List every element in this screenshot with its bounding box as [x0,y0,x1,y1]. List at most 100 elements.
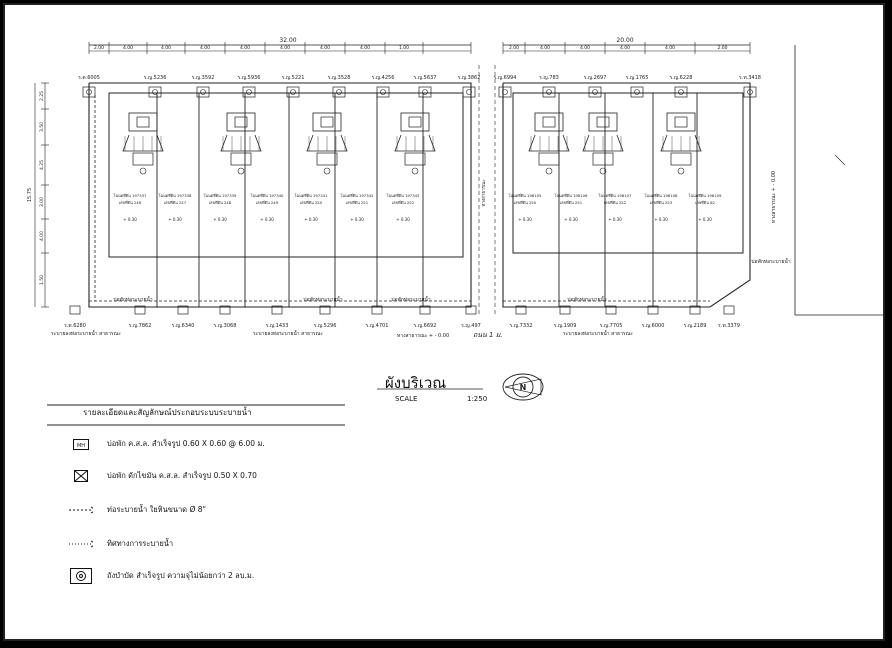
unit-level: + 0.30 [698,217,712,222]
level-text: ร.ต.6280 [64,323,86,329]
unit-lot-label: เลขที่ดิน 249 [256,200,279,205]
dimension-text: 4.00 [620,45,630,51]
level-text: ร.ญ.6692 [414,323,437,329]
north-arrow-icon: N [502,373,544,401]
manhole-label: บ่อพักท่อระบายน้ำ [391,294,430,303]
dimension-text: 2.00 [94,45,104,51]
floor-drain [599,167,607,175]
manhole-cover [592,89,598,95]
manhole-icon [69,305,81,315]
manhole-icon [376,86,390,98]
fixture-cluster [394,112,436,175]
manhole-icon [674,86,688,98]
level-text: ร.ญ.2189 [684,323,707,329]
north-arrow-inner [512,376,534,398]
manhole-label: บ่อพักท่อระบายน้ำ [751,256,790,265]
level-text: ร.ญ.5936 [238,75,261,81]
level-text: ร.ญ.5637 [414,75,437,81]
level-text: ร.ญ.6000 [642,323,665,329]
dimension-text: 1.50 [39,275,45,285]
property-boundary [88,82,472,308]
unit-deed-label: โฉนดที่ดิน 197340 [251,193,285,198]
unit-deed-label: โฉนดที่ดิน 197337 [114,193,148,198]
unit-lot-label: เลขที่ดิน 250 [514,200,537,205]
unit-lot-label: เลขที่ดิน 248 [209,200,232,205]
legend-text: บ่อพัก ดักไขมัน ค.ส.ล. สำเร็จรูป 0.50 X … [107,471,257,480]
unit-lot-label: เลขที่ดิน 62 [695,200,715,205]
dimension-text: 4.00 [665,45,675,51]
fixture-box [316,152,338,166]
dimension-text: 20.00 [616,37,633,44]
manhole-icon [418,86,432,98]
toilet-bowl [542,116,556,128]
fixture-cluster [582,112,624,175]
level-text: ร.ญ.5221 [282,75,305,81]
dimension-text: 3.00 [39,197,45,207]
manhole-label: บ่อพักท่อระบายน้ำ [113,294,152,303]
dimension-text: 4.00 [580,45,590,51]
unit-lot-label: เลขที่ดิน 246 [119,200,142,205]
dimension-text: 1.00 [399,45,409,51]
toilet-bowl [408,116,422,128]
manhole-cover [422,89,428,95]
manhole-cover [634,89,640,95]
toilet-room [666,112,696,132]
manhole-label: บ่อพักท่อระบายน้ำ [303,294,342,303]
unit-lot-label: เลขที่ดิน 250 [300,200,323,205]
manhole-icon [219,305,231,315]
scale-value: 1:250 [467,395,488,403]
manhole-icon [542,86,556,98]
unit-level: + 0.30 [654,217,668,222]
dimension-text: 4.00 [240,45,250,51]
unit-level: + 0.30 [260,217,274,222]
toilet-bowl [234,116,248,128]
legend-item: ถังบำบัด สำเร็จรูป ความจุไม่น้อยกว่า 2 ล… [69,568,254,584]
manhole-icon [286,86,300,98]
level-text: ร.ญ.6340 [172,323,195,329]
level-text: ร.ญ.1909 [554,323,577,329]
unit-lot-label: เลขที่ดิน 252 [604,200,627,205]
fixture-box [404,152,426,166]
unit-deed-label: โฉนดที่ดิน 198109 [689,193,723,198]
fixture-box [592,152,614,166]
toilet-bowl [136,116,150,128]
flow-direction-icon [69,537,93,551]
manhole-icon [630,86,644,98]
manhole-cover [200,89,206,95]
north-arrow-outer [502,373,544,401]
unit-lot-label: เลขที่ดิน 253 [650,200,673,205]
manhole-icon [177,305,189,315]
legend-item: บ่อพัก ดักไขมัน ค.ส.ล. สำเร็จรูป 0.50 X … [69,469,257,483]
dimension-text: 4.00 [540,45,550,51]
dimension-text: 32.00 [279,37,296,44]
level-text: ร.ญ.7705 [600,323,623,329]
toilet-bowl [596,116,610,128]
manhole-icon [743,86,757,98]
legend-item: ทิศทางการระบายน้ำ [69,537,173,551]
building-outline [512,92,744,254]
grease-trap-icon [69,469,93,483]
manhole-label: บ่อพักท่อระบายน้ำ [567,294,606,303]
drain-pipe-icon [69,503,93,517]
manhole-icon [689,305,701,315]
unit-lot-label: เลขที่ดิน 251 [346,200,369,205]
manhole-icon [148,86,162,98]
manhole-icon [419,305,431,315]
manhole-cover [747,89,753,95]
unit-level: + 0.30 [304,217,318,222]
manhole-icon [647,305,659,315]
dimension-text: 2.00 [717,45,727,51]
legend-item: ท่อระบายน้ำ ใยหินขนาด Ø 8" [69,503,206,517]
floor-drain [139,167,147,175]
manhole-icon [559,305,571,315]
level-text: ร.ท.3418 [739,75,761,81]
manhole-icon [271,305,283,315]
level-text: ร.ญ.7332 [510,323,533,329]
handwritten-note: ถนน 1 ม. [473,331,503,339]
legend-item: MH บ่อพัก ค.ส.ล. สำเร็จรูป 0.60 X 0.60 @… [69,437,265,451]
toilet-room [534,112,564,132]
manhole-icon [371,305,383,315]
manhole-cover [678,89,684,95]
unit-deed-label: โฉนดที่ดิน 197338 [159,193,193,198]
fixture-cluster [528,112,570,175]
